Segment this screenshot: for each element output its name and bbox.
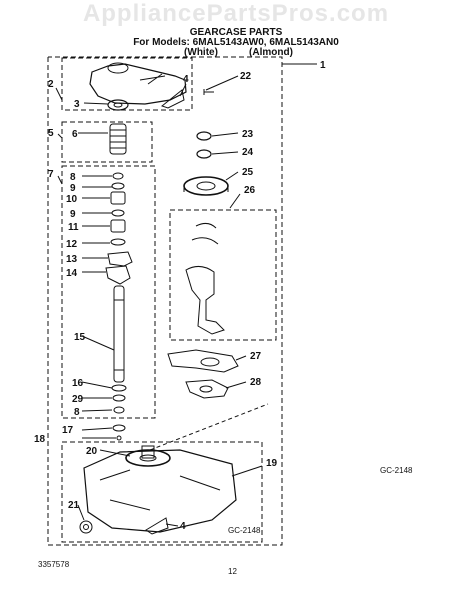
watermark-logo: AppliancePartsPros.com [82,0,390,27]
box-5 [61,121,153,163]
part-27-shift-lever [167,349,239,373]
part-26-fork [185,266,225,335]
page-number: 12 [228,567,237,576]
box-7 [61,165,156,419]
part-15-shaft [113,285,125,383]
part-12-ring [110,238,126,246]
callout-12: 12 [66,239,78,250]
callout-19: 19 [266,458,278,469]
models-line: For Models: 6MAL5143AW0, 6MAL5143AN0 [133,37,339,48]
diagram-title: GEARCASE PARTS [189,27,283,38]
outer-assembly-box [47,56,283,546]
part-8-washer [112,172,124,180]
part-20-gear [125,449,171,467]
part-14-clutch [105,265,131,285]
callout-11: 11 [68,222,79,233]
part-23-washer [196,131,212,141]
part-9b-washer [111,209,125,217]
callout-27: 27 [250,351,262,362]
part-25-gear [183,176,229,196]
callout-4: 4 [183,74,189,85]
callout-6: 6 [72,129,78,140]
callout-8: 8 [70,172,76,183]
part-18-ball [116,435,122,441]
callout-29: 29 [72,394,84,405]
callout-9: 9 [70,183,76,194]
callout-22: 22 [240,71,252,82]
part-26-spring-upper [191,222,219,245]
callout-2: 2 [48,79,54,90]
callout-1: 1 [320,60,326,71]
callout-28: 28 [250,377,262,388]
callout-26: 26 [244,185,256,196]
callout-3: 3 [74,99,80,110]
part-22-screw [203,89,214,95]
gc-code-bottom: GC-2148 [228,526,261,535]
part-29-washer [112,394,126,402]
part-16-washer [111,384,127,392]
callout-20: 20 [86,446,98,457]
callout-24: 24 [242,147,254,158]
part-3-bearing [107,99,129,111]
gearcase-base [83,449,237,533]
box-19 [61,441,263,543]
callout-4b: 4 [180,521,186,532]
callout-9b: 9 [70,209,76,220]
callout-5: 5 [48,128,54,139]
box-2 [61,57,193,111]
callout-18: 18 [34,434,46,445]
doc-number: 3357578 [38,560,70,569]
callout-21: 21 [68,500,80,511]
box-26 [169,209,277,341]
callout-7: 7 [48,169,54,180]
part-6-pinion [109,123,127,155]
callout-23: 23 [242,129,254,140]
part-10-bushing [110,191,126,205]
part-13-clutch [107,251,133,267]
gc-code-right: GC-2148 [380,466,413,475]
cover-hub [107,62,129,74]
part-21-seal [79,520,93,534]
color-white: (White) [184,47,218,58]
callout-13: 13 [66,254,78,265]
callout-14: 14 [66,268,78,279]
callout-16: 16 [72,378,84,389]
color-almond: (Almond) [249,47,293,58]
callout-25: 25 [242,167,254,178]
callout-17: 17 [62,425,74,436]
part-8b-washer [113,406,125,414]
callout-10: 10 [66,194,78,205]
color-line: (White) (Almond) [0,47,472,58]
part-24-washer [196,149,212,159]
callout-15: 15 [74,332,86,343]
callout-8b: 8 [74,407,80,418]
part-28-cam [185,379,229,399]
part-4b-wedge [145,517,169,535]
part-9-washer [111,182,125,190]
part-17-ring [112,424,126,432]
part-11-spring [110,219,126,233]
part-4-wedge [160,89,185,109]
